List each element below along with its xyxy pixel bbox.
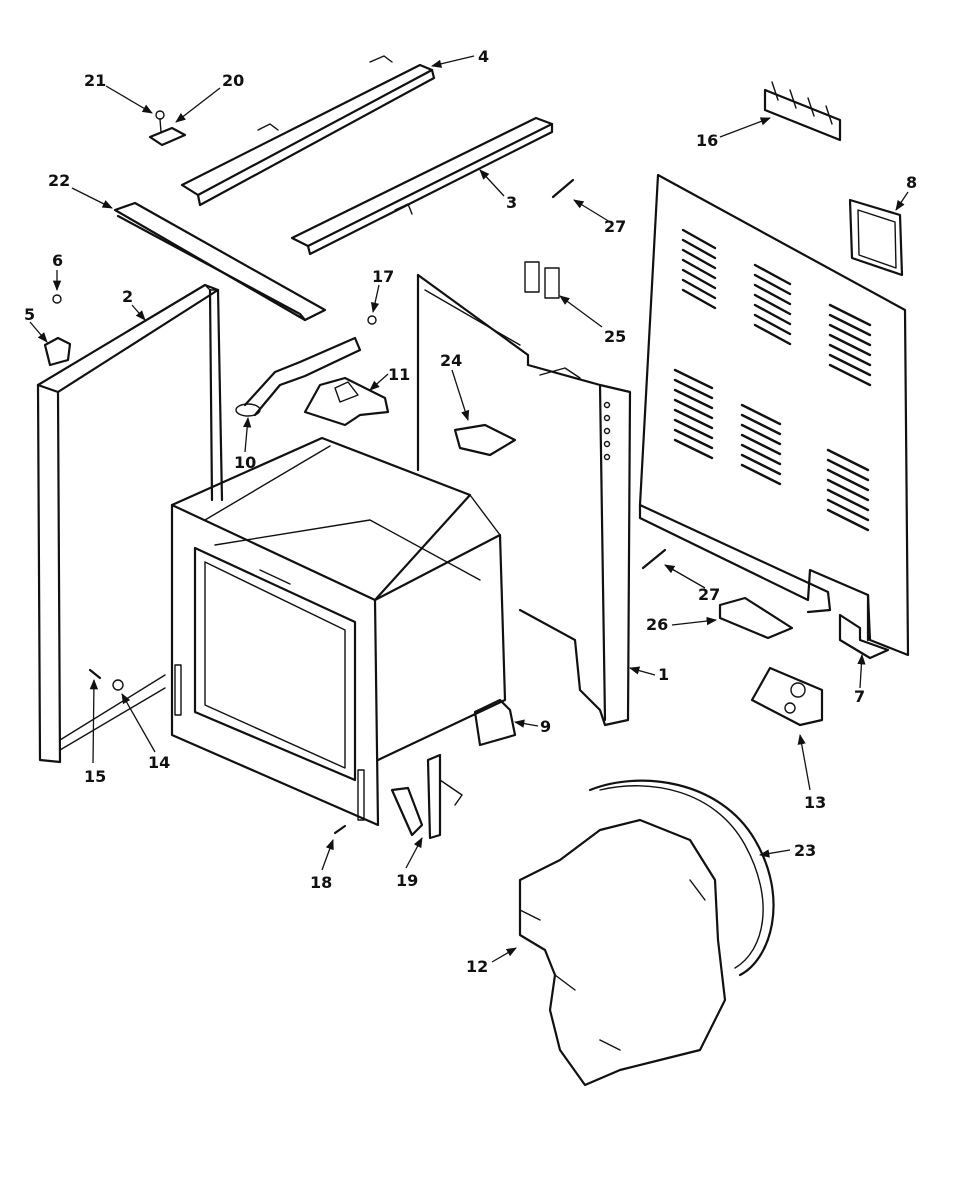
callout-5: 5 xyxy=(24,305,35,324)
oven-cavity xyxy=(170,436,507,827)
callout-13: 13 xyxy=(804,793,826,812)
callout-8: 8 xyxy=(906,173,917,192)
part-24-plate xyxy=(453,423,517,457)
part-22-front-bar xyxy=(113,201,327,322)
rear-panel-louvers xyxy=(673,228,872,532)
callout-11: 11 xyxy=(388,365,410,384)
part-8-cover xyxy=(848,198,904,277)
part-25-clips xyxy=(524,261,560,299)
callout-2: 2 xyxy=(122,287,133,306)
callout-6: 6 xyxy=(52,251,63,270)
part-15-screw xyxy=(88,668,102,680)
callout-7: 7 xyxy=(854,687,865,706)
callout-10: 10 xyxy=(234,453,256,472)
callout-17: 17 xyxy=(372,267,394,286)
part-12-insulation xyxy=(518,818,727,1087)
callout-18: 18 xyxy=(310,873,332,892)
part-1-side-panel xyxy=(416,273,632,727)
part-16-terminal-block xyxy=(763,81,842,142)
part-5-6-clip xyxy=(43,294,72,367)
part-13-bracket xyxy=(750,666,824,727)
callout-layer: 4 3 21 20 22 6 5 2 17 11 10 24 25 27 16 … xyxy=(24,47,917,976)
part-2-front-frame xyxy=(36,283,224,764)
callout-25: 25 xyxy=(604,327,626,346)
callout-21: 21 xyxy=(84,71,106,90)
callout-27-bottom: 27 xyxy=(698,585,720,604)
callout-16: 16 xyxy=(696,131,718,150)
part-4-top-rail xyxy=(180,55,436,207)
part-7-bracket xyxy=(838,613,890,660)
callout-1: 1 xyxy=(658,665,669,684)
callout-15: 15 xyxy=(84,767,106,786)
part-19-hinge xyxy=(390,753,463,840)
callout-9: 9 xyxy=(540,717,551,736)
part-26-bracket xyxy=(718,596,794,640)
callout-19: 19 xyxy=(396,871,418,890)
part-20-21-bracket xyxy=(148,110,187,147)
callout-26: 26 xyxy=(646,615,668,634)
callout-3: 3 xyxy=(506,193,517,212)
part-18-screw xyxy=(333,824,347,835)
part-17-screw xyxy=(367,315,377,325)
part-14-grommet xyxy=(112,679,124,691)
part-27-pin-top xyxy=(551,178,575,199)
callout-4: 4 xyxy=(478,47,489,66)
callout-22: 22 xyxy=(48,171,70,190)
callout-27-top: 27 xyxy=(604,217,626,236)
callout-23: 23 xyxy=(794,841,816,860)
callout-20: 20 xyxy=(222,71,244,90)
callout-24: 24 xyxy=(440,351,462,370)
callout-14: 14 xyxy=(148,753,170,772)
part-27-pin-bottom xyxy=(641,548,667,570)
part-3-rail xyxy=(290,116,554,256)
callout-12: 12 xyxy=(466,957,488,976)
part-9-bracket xyxy=(473,698,517,747)
part-10-11-latch xyxy=(235,336,390,427)
part-23-gasket xyxy=(588,779,775,977)
rear-panel xyxy=(638,173,910,657)
